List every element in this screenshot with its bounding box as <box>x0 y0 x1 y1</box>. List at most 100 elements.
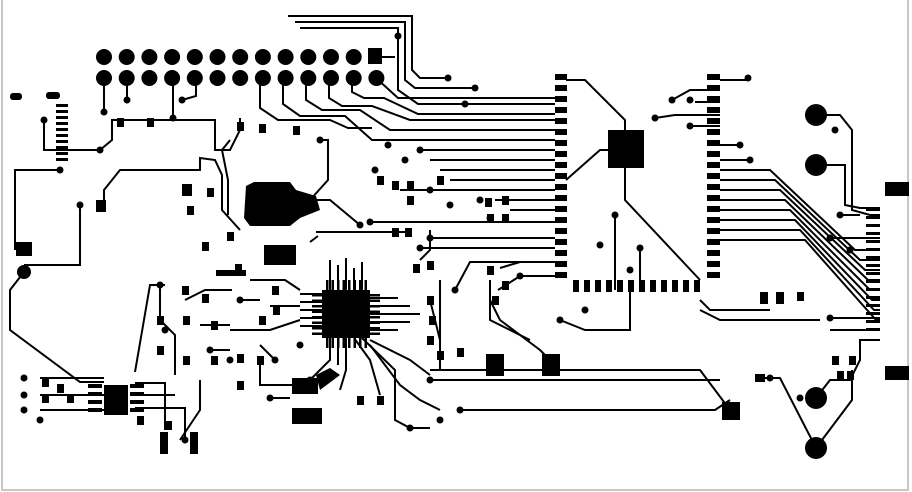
module-pad <box>555 85 567 91</box>
header-pin <box>232 49 249 65</box>
header-pin <box>209 70 226 86</box>
qfp-pin <box>312 321 322 324</box>
smd-pad <box>837 371 844 380</box>
qfp-pin <box>370 332 380 335</box>
copper-fills <box>10 48 909 454</box>
smd-pad <box>487 266 494 275</box>
module-pad <box>707 239 720 245</box>
module-pad <box>707 173 720 179</box>
qfp-pin <box>370 327 380 330</box>
smd-pad <box>502 281 509 290</box>
via <box>156 281 164 289</box>
module-pad <box>555 118 567 124</box>
qfp-pin <box>337 280 340 290</box>
ic-pin <box>56 158 68 161</box>
smd-pad <box>492 296 499 305</box>
smd-pad <box>407 196 414 205</box>
module-pad <box>707 129 720 135</box>
module-pad <box>555 228 567 234</box>
via <box>626 266 634 274</box>
qfp-pin <box>326 280 329 290</box>
pad <box>160 432 168 454</box>
module-pad <box>707 206 720 212</box>
via <box>206 346 214 354</box>
connector-pin <box>866 240 880 243</box>
via <box>846 246 854 254</box>
smd-pad <box>187 206 194 215</box>
via <box>406 424 414 432</box>
module-pad <box>672 280 678 292</box>
smd-pad <box>437 176 444 185</box>
via <box>736 141 744 149</box>
smd-pad <box>237 122 244 131</box>
via <box>686 122 694 130</box>
header-pin <box>232 70 249 86</box>
via <box>581 306 589 314</box>
connector-pin <box>866 288 880 291</box>
smd-pad <box>259 316 266 325</box>
qfp-pin <box>312 327 322 330</box>
via <box>36 416 44 424</box>
module-pad <box>555 206 567 212</box>
module-pad <box>694 280 700 292</box>
pad <box>316 368 340 390</box>
module-pad <box>555 107 567 113</box>
via <box>100 108 108 116</box>
header-pin <box>96 49 112 65</box>
smd-pad <box>237 354 244 363</box>
module-pad <box>606 280 612 292</box>
qfp-pin <box>353 280 356 290</box>
mounting-hole <box>805 154 827 176</box>
qfp-pin <box>312 310 322 313</box>
via <box>236 296 244 304</box>
smd-pad <box>147 118 154 127</box>
smd-pad <box>117 118 124 127</box>
smd-pad <box>407 181 414 190</box>
header-pin <box>96 70 112 86</box>
via <box>394 32 402 40</box>
qfp-pin <box>359 280 362 290</box>
smd-pad <box>137 416 144 425</box>
via <box>451 286 459 294</box>
pad <box>46 92 60 99</box>
module-ground-pad <box>608 130 644 168</box>
module-pad <box>707 228 720 234</box>
via <box>416 146 424 154</box>
qfp-pin <box>342 338 345 348</box>
module-pad <box>555 261 567 267</box>
via <box>668 96 676 104</box>
pad <box>755 374 765 382</box>
module-pad <box>661 280 667 292</box>
module-pad <box>707 85 720 91</box>
ic-pin <box>56 146 68 149</box>
module-pad <box>555 151 567 157</box>
via <box>20 406 28 414</box>
module-pad <box>584 280 590 292</box>
module-pad <box>555 184 567 190</box>
smd-pad <box>165 421 172 430</box>
pad <box>542 354 560 376</box>
ic-pin <box>56 116 68 119</box>
qfp-pin <box>312 332 322 335</box>
ic-pin <box>56 110 68 113</box>
smd-pad <box>202 294 209 303</box>
via <box>426 234 434 242</box>
copper-pour <box>244 182 320 226</box>
qfp-pin <box>370 299 380 302</box>
module-pad <box>707 261 720 267</box>
via <box>826 234 834 242</box>
pad <box>292 408 322 424</box>
module-pad <box>707 74 720 80</box>
module-pad <box>555 140 567 146</box>
ic-pin <box>56 104 68 107</box>
qfp-pin <box>342 280 345 290</box>
via <box>456 406 464 414</box>
via <box>296 341 304 349</box>
via <box>744 74 752 82</box>
smd-pad <box>57 384 64 393</box>
smd-pad <box>427 296 434 305</box>
pad <box>292 378 318 394</box>
mounting-hole <box>805 387 827 409</box>
